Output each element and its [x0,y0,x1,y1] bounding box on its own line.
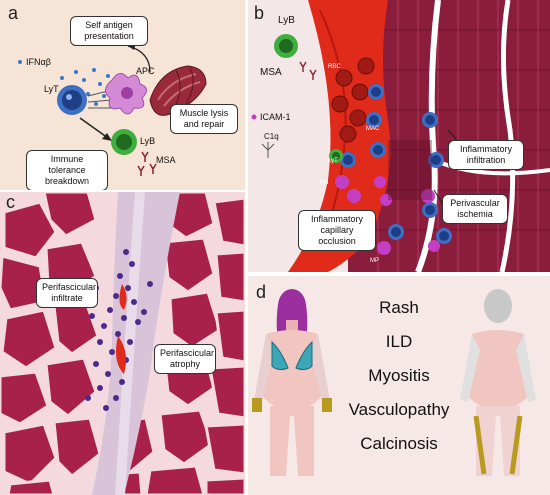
apc-label: APC [136,66,155,76]
term-rash: Rash [379,298,419,317]
panel-b-letter: b [254,3,265,23]
ischemic-zone [388,140,432,200]
calcinosis-leg-right [509,415,523,475]
perivascular-ischemia-box: Perivascular ischemia [442,194,508,224]
term-myositis: Myositis [368,366,430,385]
mp-label: MP [370,258,379,264]
panel-a: a IFNαβ LyT APC LyB MSA Self antigen pre… [0,0,245,190]
lyb-label: LyB [278,15,295,26]
c1q-icon [261,142,275,158]
t-cells-in-vessel [340,84,452,244]
capillary-occlusion-box: Inflammatory capillary occlusion [298,210,376,251]
macrophages [335,175,440,255]
ifn-label: IFNαβ [26,57,51,67]
calcinosis-hand-right [322,398,332,412]
term-ild: ILD [385,332,413,351]
body-front-figure [252,289,332,476]
lyb-label: LyB [140,136,156,146]
panel-d-illustration [252,289,536,476]
b-lymphocyte-icon [111,129,137,155]
icam-label: ICAM-1 [260,112,291,122]
panel-b: b LyB MSA ICAM-1 C1q RBC MAC LyT Mo MP I… [248,0,550,272]
c1q-label: C1q [264,132,279,141]
perifascicular-atrophy-box: Perifascicular atrophy [154,344,216,374]
perifascicular-infiltrate-box: Perifascicular infiltrate [36,278,98,308]
panel-a-illustration [18,43,207,176]
apc-cell-icon [105,73,147,115]
icam-dot [251,114,257,120]
term-vasculopathy: Vasculopathy [348,400,450,419]
self-antigen-box: Self antigen presentation [70,16,148,46]
panel-b-illustration [251,0,550,272]
mo-label: Mo [320,180,329,186]
lyt-label: LyT [44,84,59,94]
calcinosis-leg-left [473,415,487,475]
calcinosis-hand-left [252,398,262,412]
mac-label: MAC [366,126,380,132]
msa-label: MSA [260,67,282,78]
red-blood-cells [331,57,375,143]
body-back-figure [460,289,536,476]
panel-d: d Rash ILD Myositis Vasculopathy Calcino… [248,276,550,495]
lyt-label: LyT [328,158,338,164]
perimysium-septum [92,192,180,495]
msa-antibody-icon [137,151,157,176]
muscle-striations [377,0,539,272]
panel-a-letter: a [8,3,19,23]
vessel-upper [119,284,127,310]
b-lymphocyte-icon [274,34,298,58]
msa-label: MSA [156,155,176,165]
rbc-label: RBC [328,64,341,70]
panel-d-letter: d [256,282,267,302]
inflammatory-infiltration-box: Inflammatory infiltration [448,140,524,170]
panel-c: c Perifascicular infiltrate Perifascicul… [0,192,245,495]
immune-tolerance-box: Immune tolerance breakdown [26,150,108,190]
muscle-lysis-box: Muscle lysis and repair [170,104,238,134]
panel-c-letter: c [6,192,15,212]
term-calcinosis: Calcinosis [360,434,438,453]
muscle-fiber-icon [149,65,207,116]
msa-antibody-icon [299,61,317,80]
vessel-lower [116,336,126,374]
t-lymphocyte-icon [57,85,87,115]
